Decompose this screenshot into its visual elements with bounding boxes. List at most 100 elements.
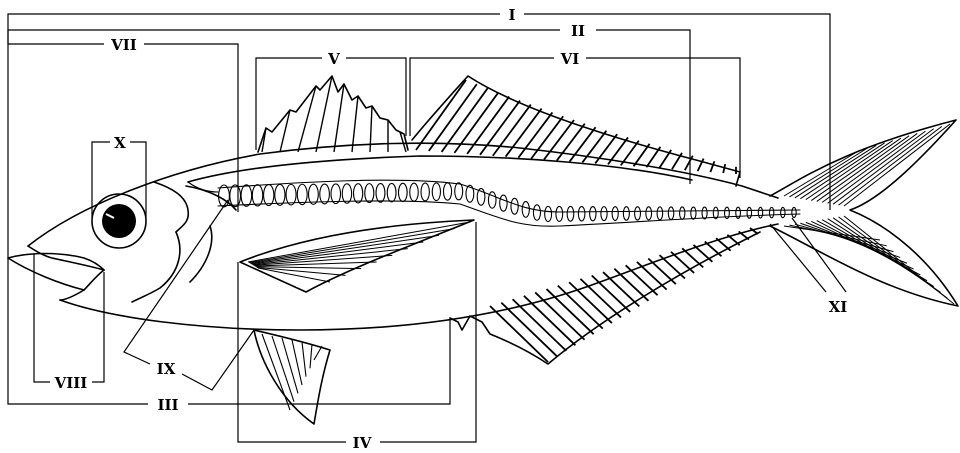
scute xyxy=(455,183,463,200)
scute xyxy=(421,183,429,201)
fin-ray xyxy=(302,342,306,377)
scute xyxy=(219,185,230,207)
pelvic-fin xyxy=(254,330,330,424)
scute xyxy=(556,206,563,221)
scute xyxy=(691,207,696,219)
fin-ray xyxy=(310,344,312,368)
measurement-IX: IX xyxy=(124,200,254,390)
fin-ray xyxy=(249,229,454,263)
scute xyxy=(309,184,319,204)
scute xyxy=(443,183,451,200)
scute xyxy=(747,207,752,218)
label-VI: VI xyxy=(560,50,580,68)
fin-ray xyxy=(659,150,671,168)
scute xyxy=(792,207,796,217)
scute xyxy=(635,207,641,220)
second-dorsal-fin xyxy=(412,76,740,186)
scute xyxy=(230,185,241,207)
scute xyxy=(769,207,773,217)
label-V: V xyxy=(327,50,340,68)
label-VII: VII xyxy=(110,36,137,54)
fin-ray xyxy=(314,346,322,360)
scute xyxy=(320,184,330,204)
scute xyxy=(264,185,274,206)
fin-ray xyxy=(334,84,344,152)
scute xyxy=(623,207,629,221)
scute xyxy=(297,184,307,204)
scute xyxy=(252,185,262,206)
scute xyxy=(612,207,618,221)
scute xyxy=(387,183,396,201)
fin-ray xyxy=(262,334,290,410)
scute xyxy=(533,205,540,220)
fin-ray xyxy=(251,242,423,264)
scute xyxy=(781,207,785,217)
fin-ray xyxy=(710,161,714,172)
scute xyxy=(668,207,673,220)
scute xyxy=(545,206,552,221)
label-III: III xyxy=(157,396,178,414)
fin-ray xyxy=(298,86,316,152)
fin-ray xyxy=(844,124,950,206)
first-dorsal-fin xyxy=(258,76,408,152)
label-IV: IV xyxy=(353,434,372,452)
scute xyxy=(511,198,518,214)
label-IX: IX xyxy=(157,360,176,378)
scute xyxy=(432,183,440,201)
fin-ray xyxy=(614,269,648,301)
caudal-fin xyxy=(770,120,958,306)
eye xyxy=(92,194,146,248)
fin-ray xyxy=(490,306,548,362)
scute xyxy=(657,207,663,220)
scute xyxy=(758,207,762,218)
scute xyxy=(601,207,607,221)
scute xyxy=(578,207,585,221)
fin-ray xyxy=(592,275,630,311)
pectoral-fin xyxy=(240,220,474,292)
fin-ray xyxy=(370,106,372,152)
scute xyxy=(590,207,596,221)
fin-ray xyxy=(806,141,893,200)
fin-ray xyxy=(844,216,954,304)
label-I: I xyxy=(508,6,515,24)
fin-ray xyxy=(400,132,406,152)
measurement-VII: VII xyxy=(8,36,238,212)
scute xyxy=(365,184,374,203)
fin-ray xyxy=(535,292,584,339)
measurement-IV: IV xyxy=(238,222,476,452)
scute xyxy=(275,184,285,205)
fin-ray xyxy=(429,84,477,151)
fin-ray xyxy=(282,338,298,393)
fin-ray xyxy=(646,147,660,167)
label-XI: XI xyxy=(829,298,848,316)
fin-ray xyxy=(248,222,470,262)
fin-ray xyxy=(603,272,639,306)
fin-ray xyxy=(547,289,594,334)
scute xyxy=(376,184,385,203)
scute xyxy=(567,206,574,221)
fin-ray xyxy=(501,303,557,357)
anal-fin xyxy=(450,228,760,364)
scute xyxy=(342,184,351,203)
scute xyxy=(680,207,685,219)
lateral-line-scutes xyxy=(218,180,800,226)
fin-ray xyxy=(839,126,942,205)
scute xyxy=(488,192,496,208)
scute xyxy=(241,185,252,207)
scute xyxy=(702,207,707,219)
label-VIII: VIII xyxy=(54,374,88,392)
scute xyxy=(354,184,363,203)
scute xyxy=(286,184,296,205)
scute xyxy=(331,184,340,204)
label-X: X xyxy=(114,134,126,152)
scute xyxy=(646,207,652,220)
scute xyxy=(500,195,507,211)
fin-ray xyxy=(513,299,567,351)
measurement-V: V xyxy=(256,50,406,150)
fin-ray xyxy=(723,164,725,173)
measurement-VIII: VIII xyxy=(34,254,104,392)
fin-ray xyxy=(416,80,466,150)
measurement-III: III xyxy=(8,44,450,414)
scute xyxy=(398,183,407,201)
